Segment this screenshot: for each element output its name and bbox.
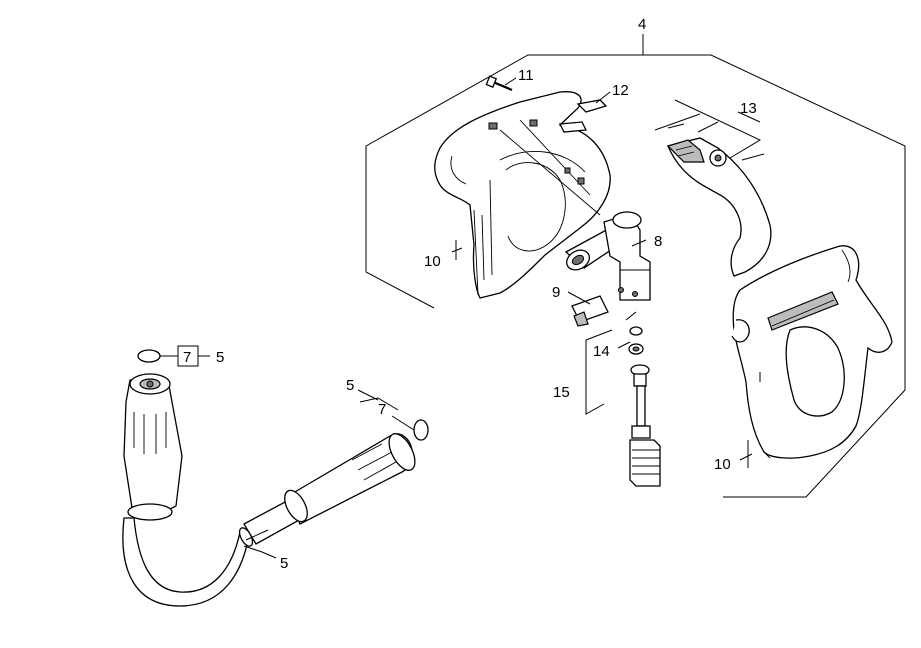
callout-5-hose-end: 5 <box>280 555 288 572</box>
callout-11: 11 <box>518 67 534 84</box>
callout-14: 14 <box>593 343 610 360</box>
callout-7-lance: 7 <box>378 401 386 418</box>
callout-13: 13 <box>740 100 757 117</box>
callout-9: 9 <box>552 284 560 301</box>
o-ring-hose <box>137 349 161 363</box>
callout-10-right: 10 <box>714 456 731 473</box>
retaining-clip <box>571 295 609 327</box>
elbow-connector <box>564 211 651 301</box>
leader-lines <box>160 77 765 559</box>
callout-10-left: 10 <box>424 253 441 270</box>
callout-labels: 4 11 12 13 8 10 9 14 15 10 7 5 5 7 5 <box>183 16 757 572</box>
callout-12: 12 <box>612 82 629 99</box>
callout-8: 8 <box>654 233 662 250</box>
lance-extension <box>238 419 429 547</box>
callout-5-hose: 5 <box>216 349 224 366</box>
callout-4: 4 <box>638 16 646 33</box>
handle-shell-right <box>731 245 893 459</box>
seal-rings <box>628 326 644 355</box>
handle-shell-left <box>434 91 611 299</box>
trigger-part <box>666 137 772 277</box>
callout-5-lance: 5 <box>346 377 354 394</box>
hose-assembly <box>122 349 251 607</box>
clip-part <box>558 99 608 133</box>
gun-body-detail <box>841 249 851 283</box>
callout-15: 15 <box>553 384 570 401</box>
screw-part <box>485 75 513 92</box>
o-ring-lance <box>413 419 429 441</box>
assembly-boundary <box>365 34 906 498</box>
callout-7-hose: 7 <box>183 349 191 366</box>
valve-stem <box>629 364 661 487</box>
